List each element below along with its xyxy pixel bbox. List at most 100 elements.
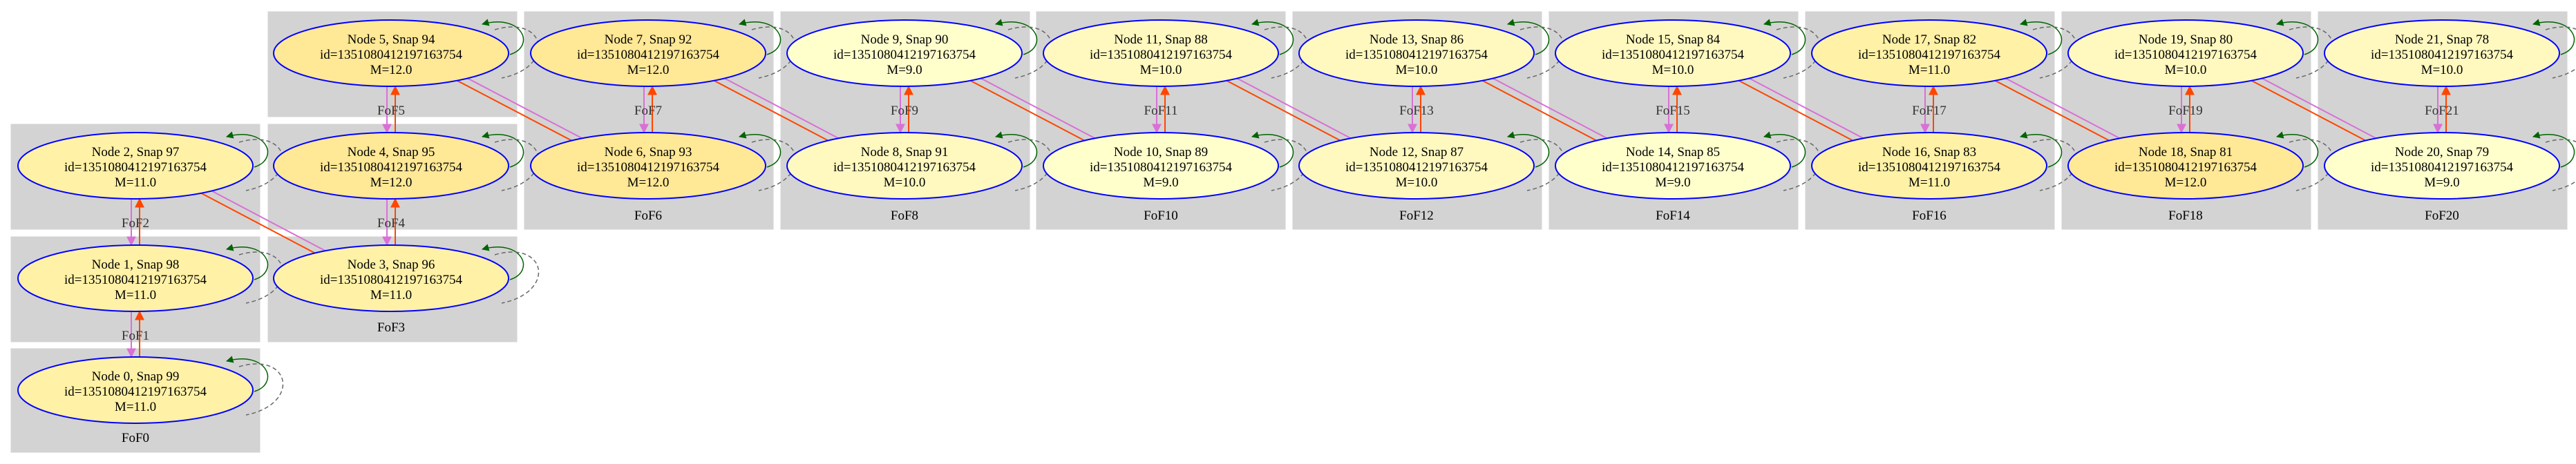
node-id-line: id=1351080412197163754	[1602, 160, 1744, 175]
node-mass: M=11.0	[115, 400, 156, 414]
node-id-line: id=1351080412197163754	[320, 273, 462, 287]
node-ellipse	[1555, 19, 1791, 87]
node-id-line: id=1351080412197163754	[2114, 160, 2257, 175]
node-ellipse	[273, 244, 509, 312]
node-n13: Node 13, Snap 86id=1351080412197163754M=…	[1298, 19, 1565, 87]
node-n19: Node 19, Snap 80id=1351080412197163754M=…	[2067, 19, 2334, 87]
node-ellipse	[2324, 19, 2560, 87]
node-n12: Node 12, Snap 87id=1351080412197163754M=…	[1298, 131, 1565, 200]
node-title: Node 8, Snap 91	[861, 145, 949, 160]
node-ellipse	[1298, 19, 1535, 87]
edge-label-fof15: FoF15	[1656, 104, 1690, 118]
self-loop-green	[1763, 19, 1806, 55]
self-loop-dashed	[2545, 139, 2576, 191]
node-title: Node 7, Snap 92	[605, 32, 692, 47]
node-mass: M=9.0	[1655, 175, 1690, 190]
self-loop-green	[994, 19, 1037, 55]
node-mass: M=9.0	[2424, 175, 2459, 190]
node-id-line: id=1351080412197163754	[1858, 160, 2000, 175]
node-n9: Node 9, Snap 90id=1351080412197163754M=9…	[786, 19, 1053, 87]
node-n10: Node 10, Snap 89id=1351080412197163754M=…	[1043, 131, 1309, 200]
node-n21: Node 21, Snap 78id=1351080412197163754M=…	[2324, 19, 2576, 87]
edge-forward-n15-n16	[1730, 75, 1870, 150]
edge-backward-n6-n5	[451, 69, 591, 144]
edges-layer	[126, 69, 2451, 358]
node-id-line: id=1351080412197163754	[1090, 48, 1232, 62]
node-title: Node 17, Snap 82	[1882, 32, 1976, 47]
node-id-line: id=1351080412197163754	[833, 160, 976, 175]
node-ellipse	[786, 19, 1023, 87]
node-n20: Node 20, Snap 79id=1351080412197163754M=…	[2324, 131, 2576, 200]
self-loop-green	[481, 19, 524, 55]
edge-label-fof21: FoF21	[2425, 104, 2459, 118]
node-mass: M=11.0	[370, 288, 412, 302]
node-id-line: id=1351080412197163754	[64, 160, 207, 175]
edge-label-fof7: FoF7	[634, 104, 662, 118]
edge-backward-n20-n19	[2245, 69, 2385, 144]
node-ellipse	[1043, 19, 1279, 87]
node-ellipse	[1043, 132, 1279, 200]
node-mass: M=10.0	[1140, 63, 1182, 77]
edge-label-fof17: FoF17	[1912, 104, 1947, 118]
cluster-label-fof14: FoF14	[1656, 209, 1690, 223]
node-mass: M=11.0	[1909, 175, 1950, 190]
self-loop-green	[481, 244, 524, 280]
cluster-label-fof12: FoF12	[1399, 209, 1434, 223]
node-id-line: id=1351080412197163754	[320, 48, 462, 62]
node-title: Node 0, Snap 99	[92, 369, 180, 384]
self-loop-green	[481, 131, 524, 168]
edge-forward-n11-n12	[1218, 75, 1357, 150]
node-mass: M=10.0	[1652, 63, 1694, 77]
node-n14: Node 14, Snap 85id=1351080412197163754M=…	[1555, 131, 1821, 200]
cluster-label-fof18: FoF18	[2168, 209, 2203, 223]
node-mass: M=11.0	[115, 175, 156, 190]
edge-forward-n9-n10	[962, 75, 1101, 150]
node-mass: M=12.0	[627, 63, 670, 77]
node-mass: M=10.0	[2421, 63, 2463, 77]
node-n4: Node 4, Snap 95id=1351080412197163754M=1…	[273, 131, 540, 200]
node-ellipse	[530, 132, 766, 200]
edge-forward-n7-n8	[705, 75, 845, 150]
node-title: Node 9, Snap 90	[861, 32, 949, 47]
node-n0: Node 0, Snap 99id=1351080412197163754M=1…	[17, 356, 284, 424]
self-loop-green	[994, 131, 1037, 168]
node-title: Node 4, Snap 95	[348, 145, 435, 160]
cluster-label-fof6: FoF6	[634, 209, 662, 223]
cluster-label-fof8: FoF8	[891, 209, 918, 223]
node-title: Node 5, Snap 94	[348, 32, 435, 47]
cluster-label-fof0: FoF0	[122, 431, 149, 445]
node-ellipse	[273, 19, 509, 87]
cluster-label-fof10: FoF10	[1144, 209, 1178, 223]
node-title: Node 6, Snap 93	[605, 145, 692, 160]
node-ellipse	[1298, 132, 1535, 200]
self-loop-green	[1251, 19, 1294, 55]
node-ellipse	[2067, 19, 2304, 87]
node-title: Node 1, Snap 98	[92, 258, 180, 272]
node-title: Node 12, Snap 87	[1370, 145, 1464, 160]
node-mass: M=12.0	[2165, 175, 2207, 190]
cluster-label-fof3: FoF3	[377, 320, 405, 335]
self-loop-green	[1763, 131, 1806, 168]
node-id-line: id=1351080412197163754	[833, 48, 976, 62]
node-n1: Node 1, Snap 98id=1351080412197163754M=1…	[17, 244, 284, 312]
node-n18: Node 18, Snap 81id=1351080412197163754M=…	[2067, 131, 2334, 200]
self-loop-dashed	[494, 251, 540, 304]
edge-backward-n14-n13	[1476, 69, 1616, 144]
node-title: Node 14, Snap 85	[1626, 145, 1720, 160]
edge-label-fof5: FoF5	[377, 104, 405, 118]
edge-label-fof1: FoF1	[122, 329, 149, 343]
node-ellipse	[1555, 132, 1791, 200]
node-ellipse	[2324, 132, 2560, 200]
edge-forward-n2-n3	[193, 188, 332, 262]
node-mass: M=12.0	[370, 63, 413, 77]
edge-backward-n8-n7	[708, 69, 847, 144]
node-id-line: id=1351080412197163754	[64, 273, 207, 287]
node-title: Node 18, Snap 81	[2139, 145, 2233, 160]
self-loop-green	[2275, 131, 2318, 168]
cluster-label-fof16: FoF16	[1912, 209, 1947, 223]
self-loop-green	[738, 131, 781, 168]
self-loop-green	[2532, 131, 2575, 168]
self-loop-green	[2019, 19, 2062, 55]
node-id-line: id=1351080412197163754	[577, 48, 719, 62]
